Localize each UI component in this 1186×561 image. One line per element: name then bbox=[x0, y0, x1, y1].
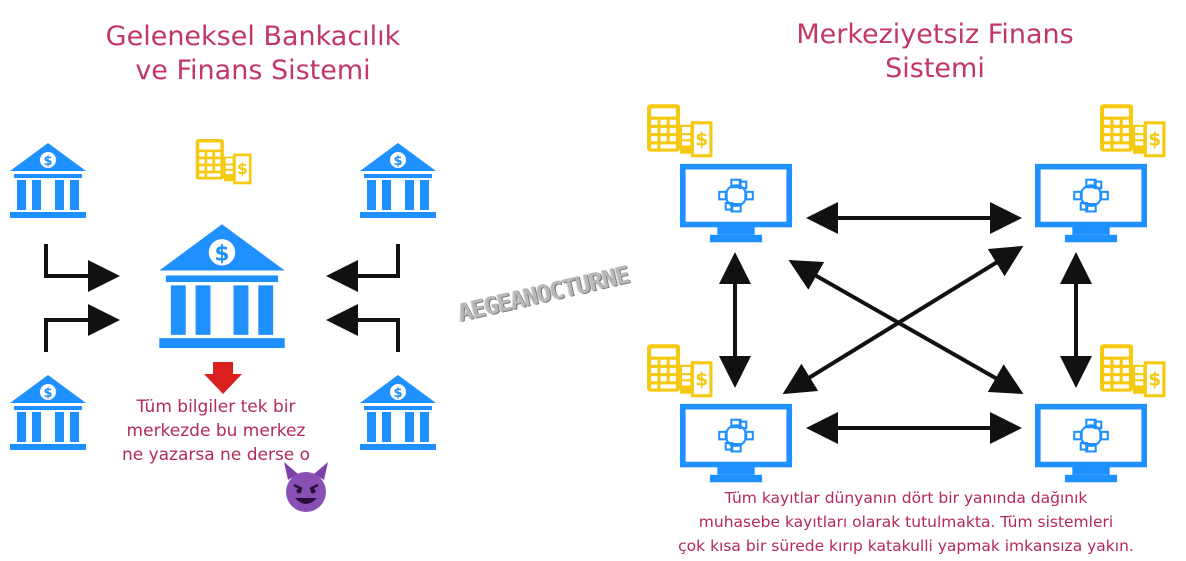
arrow-top-left bbox=[44, 244, 120, 292]
right-title-line1: Merkeziyetsiz Finans bbox=[796, 19, 1074, 50]
computer-monitor-icon-bottom-right bbox=[1038, 407, 1144, 483]
devil-emoji-icon bbox=[284, 462, 328, 512]
link-diagonal-down bbox=[788, 260, 1024, 394]
computer-monitor-icon-top-left bbox=[683, 167, 789, 243]
arrow-bottom-right bbox=[326, 304, 400, 352]
left-title: Geleneksel Bankacılık ve Finans Sistemi bbox=[92, 20, 414, 88]
calculator-icon-center bbox=[194, 137, 252, 185]
bank-icon-bottom-right bbox=[360, 375, 436, 450]
right-caption-line3: çok kısa bir sürede kırıp katakulli yapm… bbox=[678, 537, 1134, 555]
calculator-icon-top-left bbox=[645, 102, 713, 158]
computer-monitor-icon-bottom-left bbox=[683, 407, 789, 483]
bank-icon-bottom-left bbox=[10, 375, 86, 450]
left-caption-line1: Tüm bilgiler tek bir bbox=[136, 397, 296, 417]
computer-monitor-icon-top-right bbox=[1038, 167, 1144, 243]
network-connections bbox=[719, 202, 1092, 444]
right-title: Merkeziyetsiz Finans Sistemi bbox=[770, 18, 1100, 86]
left-title-line2: ve Finans Sistemi bbox=[135, 55, 371, 86]
right-title-line2: Sistemi bbox=[885, 53, 985, 84]
bank-icon-top-right bbox=[360, 143, 436, 218]
left-title-line1: Geleneksel Bankacılık bbox=[105, 21, 401, 52]
right-caption-line1: Tüm kayıtlar dünyanın dört bir yanında d… bbox=[724, 489, 1088, 507]
left-caption: Tüm bilgiler tek bir merkezde bu merkez … bbox=[96, 395, 336, 467]
connector-arrows-left bbox=[44, 244, 400, 352]
left-caption-line3: ne yazarsa ne derse o bbox=[121, 445, 311, 465]
calculator-icon-bottom-right bbox=[1098, 342, 1166, 398]
calculator-icon-top-right bbox=[1098, 102, 1166, 158]
right-caption: Tüm kayıtlar dünyanın dört bir yanında d… bbox=[626, 486, 1186, 558]
left-caption-line2: merkezde bu merkez bbox=[126, 421, 306, 441]
arrow-bottom-left bbox=[44, 304, 120, 352]
arrow-top-right bbox=[326, 244, 400, 292]
right-caption-line2: muhasebe kayıtları olarak tutulmakta. Tü… bbox=[698, 513, 1114, 531]
calculator-icon-bottom-left bbox=[645, 342, 713, 398]
down-arrow-icon bbox=[204, 362, 242, 394]
central-bank-icon bbox=[159, 224, 285, 349]
bank-icon-top-left bbox=[10, 143, 86, 218]
link-diagonal-up bbox=[782, 245, 1024, 395]
